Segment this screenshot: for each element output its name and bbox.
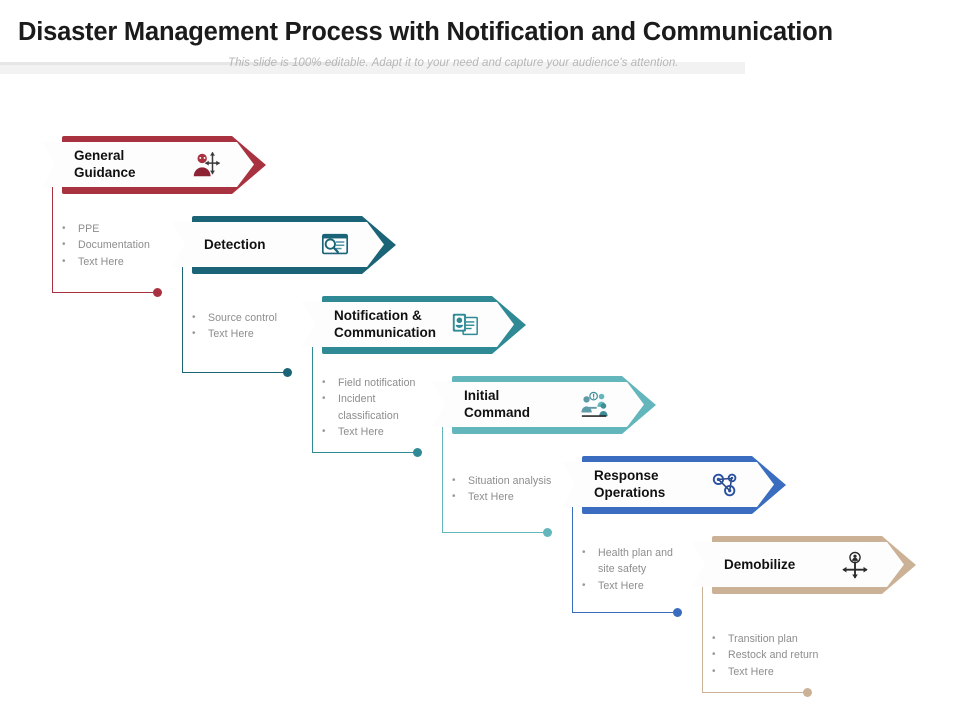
connector-line-vertical-3 [312, 340, 314, 453]
connector-dot-3 [413, 448, 422, 457]
stage-title-3: Notification & Communication [334, 307, 437, 341]
stage-card-2[interactable]: Detection [172, 222, 384, 267]
guidance-person-compass-icon [190, 150, 220, 180]
stage-card-1[interactable]: General Guidance [42, 142, 254, 187]
demobilize-person-move-arrows-icon [840, 550, 870, 580]
stage-bullets-4: Situation analysis Text Here [452, 473, 582, 506]
connector-line-horizontal-2 [182, 372, 287, 374]
bullet-item: Situation analysis [452, 473, 582, 489]
bullet-item: Restock and return [712, 647, 842, 663]
connector-dot-1 [153, 288, 162, 297]
stage-title-4: Initial Command [464, 387, 531, 421]
connector-line-horizontal-3 [312, 452, 417, 454]
initial-command-briefing-icon [580, 390, 610, 420]
bullet-item: Text Here [192, 326, 322, 342]
connector-line-horizontal-5 [572, 612, 677, 614]
stage-title-2: Detection [204, 236, 266, 252]
stage-card-3[interactable]: Notification & Communication [302, 302, 514, 347]
stage-card-5[interactable]: Response Operations [562, 462, 774, 507]
bullet-item: Health plan and site safety [582, 545, 702, 578]
bullet-item: Transition plan [712, 631, 842, 647]
stage-card-4[interactable]: Initial Command [432, 382, 644, 427]
detection-monitor-search-icon [320, 230, 350, 260]
connector-line-horizontal-1 [52, 292, 157, 294]
connector-dot-5 [673, 608, 682, 617]
bullet-item: Text Here [582, 578, 702, 594]
bullet-item: Text Here [712, 664, 842, 680]
bullet-item: Field notification [322, 375, 447, 391]
stage-title-1: General Guidance [74, 147, 136, 181]
connector-dot-4 [543, 528, 552, 537]
stage-title-5: Response Operations [594, 467, 666, 501]
connector-line-vertical-1 [52, 180, 54, 293]
response-operations-gears-icon [710, 470, 740, 500]
connector-line-vertical-5 [572, 500, 574, 613]
connector-line-horizontal-6 [702, 692, 807, 694]
stage-card-6[interactable]: Demobilize [692, 542, 904, 587]
header-rule-line [0, 62, 340, 65]
bullet-item: Text Here [452, 489, 582, 505]
stage-title-6: Demobilize [724, 556, 796, 572]
connector-line-horizontal-4 [442, 532, 547, 534]
bullet-item: Text Here [62, 254, 182, 270]
stage-bullets-3: Field notification Incident classificati… [322, 375, 447, 441]
connector-line-vertical-4 [442, 420, 444, 533]
bullet-item: Source control [192, 310, 322, 326]
connector-dot-2 [283, 368, 292, 377]
stage-bullets-5: Health plan and site safety Text Here [582, 545, 702, 594]
stage-bullets-6: Transition plan Restock and return Text … [712, 631, 842, 680]
connector-dot-6 [803, 688, 812, 697]
connector-line-vertical-6 [702, 580, 704, 693]
bullet-item: Text Here [322, 424, 447, 440]
header-rule-band [0, 62, 745, 74]
bullet-item: Documentation [62, 237, 182, 253]
page-title: Disaster Management Process with Notific… [18, 18, 833, 46]
notification-idcard-document-icon [450, 310, 480, 340]
stage-bullets-1: PPE Documentation Text Here [62, 221, 182, 270]
page-subtitle: This slide is 100% editable. Adapt it to… [228, 57, 679, 69]
bullet-item: PPE [62, 221, 182, 237]
bullet-item: Incident classification [322, 391, 447, 424]
stage-bullets-2: Source control Text Here [192, 310, 322, 343]
connector-line-vertical-2 [182, 260, 184, 373]
